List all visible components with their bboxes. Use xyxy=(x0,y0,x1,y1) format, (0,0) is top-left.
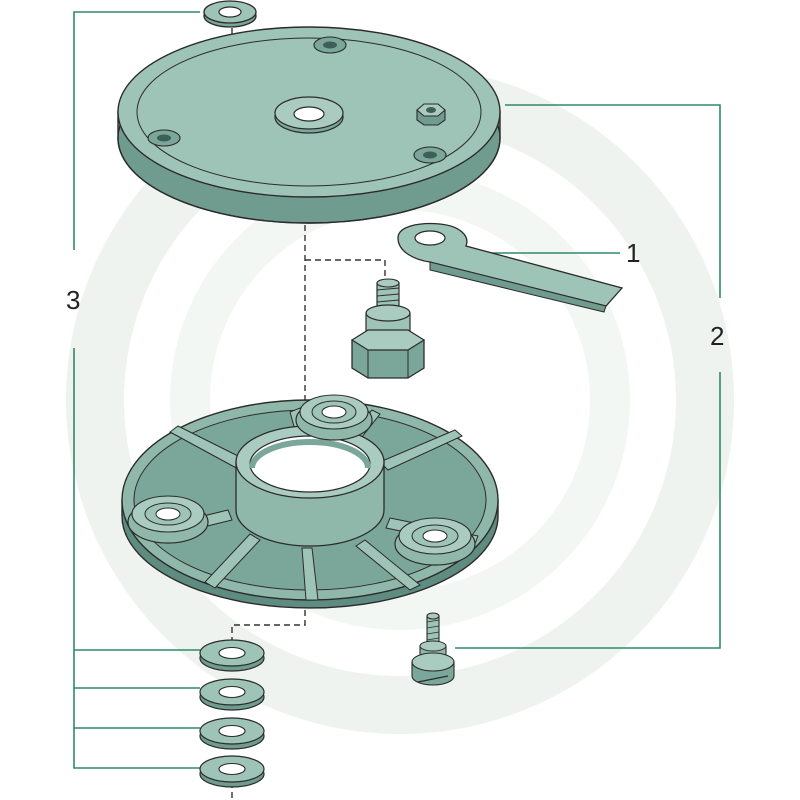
ribbed-rotor-disc xyxy=(121,394,499,609)
top-cover-plate xyxy=(117,26,501,224)
washer-stack xyxy=(199,639,265,788)
callout-3: 3 xyxy=(66,285,81,315)
socket-screw-3 xyxy=(413,146,447,164)
socket-screw-2 xyxy=(147,129,181,147)
washer-2 xyxy=(199,678,265,711)
callout-1: 1 xyxy=(626,238,641,268)
callout-2: 2 xyxy=(710,321,725,351)
blade-screw xyxy=(411,612,455,686)
bearing-boss-right xyxy=(394,517,476,566)
leader-2-top xyxy=(505,104,721,298)
plate-hex-nut xyxy=(416,103,446,126)
leader-3-bottom xyxy=(73,348,200,769)
bearing-boss-left xyxy=(127,495,209,544)
washer-1 xyxy=(199,639,265,672)
socket-screw-1 xyxy=(313,36,347,54)
bearing-boss-top xyxy=(295,394,373,441)
washer-4 xyxy=(199,755,265,788)
leader-2-bottom xyxy=(455,372,721,649)
hex-bolt-spacer xyxy=(350,278,426,379)
leader-3-top xyxy=(73,11,200,250)
flail-blade xyxy=(397,222,624,313)
washer-3 xyxy=(199,717,265,750)
leader-lines xyxy=(73,11,721,769)
top-washer xyxy=(203,0,257,28)
